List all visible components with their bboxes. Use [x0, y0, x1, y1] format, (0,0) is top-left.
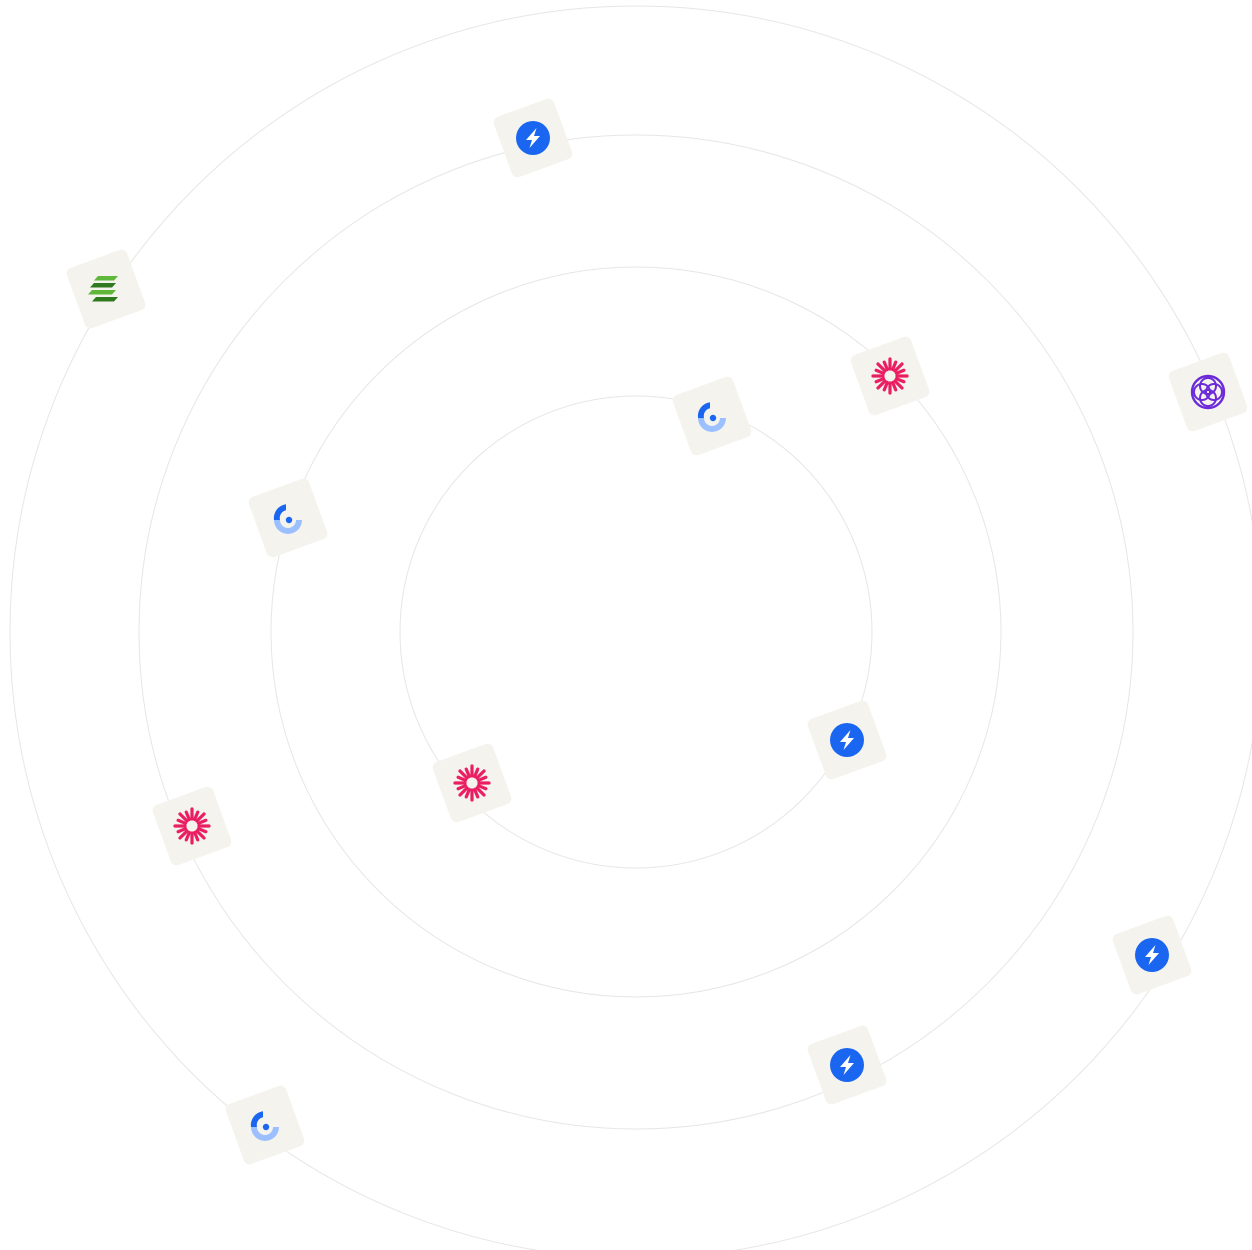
app-tile-background — [66, 249, 146, 329]
crescent-ring-icon — [697, 402, 726, 432]
app-tile-background — [1168, 352, 1248, 432]
lightning-bolt-icon — [830, 1048, 864, 1082]
app-tile — [152, 786, 232, 866]
app-tile-background — [850, 336, 930, 416]
app-tile — [807, 1025, 887, 1105]
ring-inner — [399, 395, 873, 869]
app-tile — [850, 336, 930, 416]
crescent-ring-icon — [273, 504, 302, 534]
hexagon-knot-icon — [1190, 374, 1226, 410]
starburst-icon — [173, 807, 211, 845]
app-tile — [493, 98, 573, 178]
ring-3 — [138, 134, 1134, 1130]
orbit-rings — [9, 5, 1252, 1250]
app-tile — [432, 743, 512, 823]
app-tile — [807, 700, 887, 780]
app-tile-background — [152, 786, 232, 866]
ring-2 — [270, 266, 1002, 998]
app-tile — [66, 249, 146, 329]
app-tile — [225, 1085, 305, 1165]
app-tile — [672, 376, 752, 456]
app-tile — [1168, 352, 1248, 432]
app-tile-background — [432, 743, 512, 823]
lightning-bolt-icon — [1135, 938, 1169, 972]
app-tile — [1112, 915, 1192, 995]
lightning-bolt-icon — [830, 723, 864, 757]
ring-outer — [9, 5, 1252, 1250]
app-icon-tiles — [66, 98, 1248, 1165]
crescent-ring-icon — [250, 1111, 279, 1141]
stacked-stripes-icon — [88, 276, 118, 302]
lightning-bolt-icon — [516, 121, 550, 155]
starburst-icon — [871, 357, 909, 395]
app-tile — [248, 478, 328, 558]
starburst-icon — [453, 764, 491, 802]
